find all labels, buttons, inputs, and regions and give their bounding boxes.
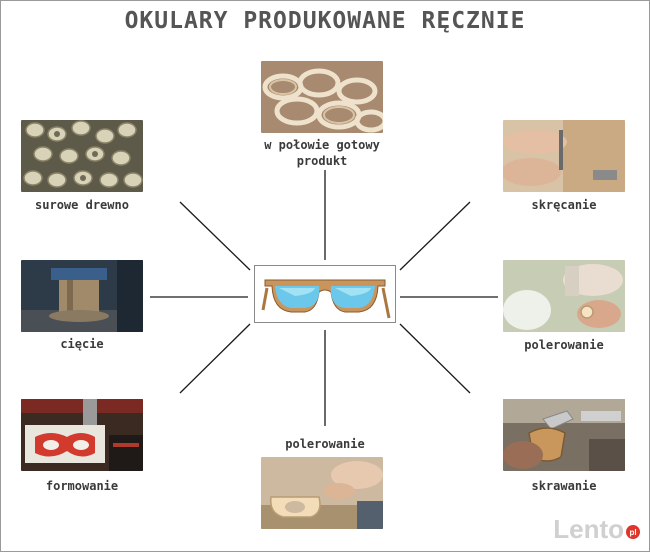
sunglasses-image [261,279,391,319]
raw-wood-photo [21,120,143,192]
half-finished-product-photo [261,61,383,133]
label-cutting: cięcie [60,337,104,351]
connector-left-bot [179,323,251,394]
label-raw-wood: surowe drewno [35,198,129,212]
watermark-badge: pl [626,525,640,539]
label-turning: skrawanie [531,479,597,493]
connector-left-top [179,201,251,271]
label-forming: formowanie [45,479,119,493]
turning-photo [503,399,625,471]
watermark-text: Lento [553,513,624,544]
label-screwing: skręcanie [531,198,597,212]
connector-right-top [399,201,471,271]
polishing-right-photo [503,260,625,332]
cutting-photo [21,260,143,332]
label-polishing-right: polerowanie [524,338,604,352]
screwing-photo [503,120,625,192]
polishing-bottom-photo [261,457,383,529]
lento-watermark: Lento pl [553,514,640,544]
label-half-finished: w połowie gotowy produkt [264,138,380,168]
forming-photo [21,399,143,471]
connector-right-bot [399,323,471,394]
product-sunglasses-box [254,265,396,323]
page-title: OKULARY PRODUKOWANE RĘCZNIE [124,8,526,34]
label-polishing-bottom: polerowanie [285,437,365,451]
